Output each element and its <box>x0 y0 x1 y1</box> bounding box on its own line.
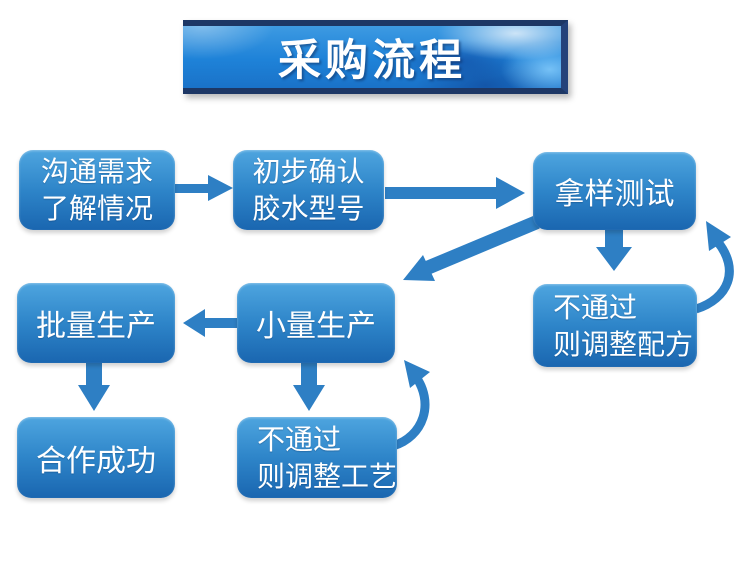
flow-step-sample-test: 拿样测试 <box>533 152 696 230</box>
step-label: 胶水型号 <box>252 193 365 224</box>
arrow-smallbatch-to-process-icon <box>293 362 325 411</box>
title-banner: 采购流程 <box>183 20 568 94</box>
page-title: 采购流程 <box>278 37 466 85</box>
arrow-sample-to-smallbatch-icon <box>403 215 540 281</box>
step-label: 合作成功 <box>36 444 156 478</box>
step-label: 则调整工艺 <box>257 460 398 492</box>
step-label: 拿样测试 <box>554 178 675 211</box>
step-label: 不通过 <box>257 423 342 455</box>
step-label: 沟通需求 <box>40 156 153 187</box>
step-label: 批量生产 <box>36 310 156 343</box>
arrow-smallbatch-to-mass-icon <box>183 309 237 337</box>
flow-step-small-batch: 小量生产 <box>237 283 395 363</box>
flow-step-fail-adjust-process: 不通过 则调整工艺 <box>237 417 397 498</box>
step-label: 则调整配方 <box>553 328 694 360</box>
flow-step-confirm-glue-model: 初步确认 胶水型号 <box>233 150 384 230</box>
step-label: 小量生产 <box>256 310 376 343</box>
flow-step-cooperation-success: 合作成功 <box>17 417 175 498</box>
flow-step-fail-adjust-formula: 不通过 则调整配方 <box>533 284 697 367</box>
arrow-confirm-to-sample-icon <box>385 177 525 209</box>
arrow-communicate-to-confirm-icon <box>174 175 233 201</box>
flow-step-communicate-needs: 沟通需求 了解情况 <box>19 150 175 230</box>
step-label: 不通过 <box>553 291 638 323</box>
step-label: 了解情况 <box>40 193 153 224</box>
arrow-sample-to-formula-icon <box>596 228 632 271</box>
arrow-process-back-to-smallbatch-icon <box>391 360 430 451</box>
step-label: 初步确认 <box>252 156 365 187</box>
arrow-formula-back-to-sample-icon <box>694 221 734 314</box>
flow-step-mass-production: 批量生产 <box>17 283 175 363</box>
arrow-mass-to-success-icon <box>78 362 110 411</box>
